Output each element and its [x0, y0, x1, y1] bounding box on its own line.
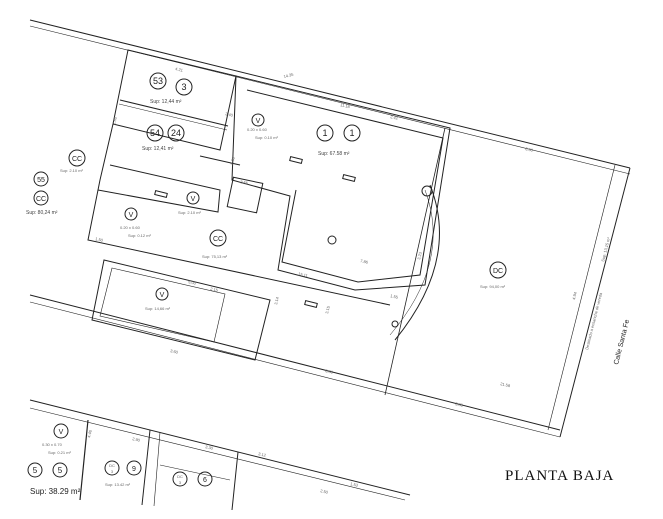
room-v-outline: [92, 260, 270, 360]
svg-text:3: 3: [181, 82, 186, 92]
dimension-label: 21.58: [500, 381, 512, 388]
dimension-label: 2.90: [132, 436, 141, 443]
dimension-label: 15.11: [298, 271, 309, 278]
room-1-outline: [232, 76, 450, 290]
svg-text:1: 1: [322, 128, 327, 138]
svg-text:Sup: 12,41 m²: Sup: 12,41 m²: [142, 146, 174, 152]
dimension-label: 8.60: [229, 156, 236, 166]
dimension-labels: 14.35 11.18 4.21 2.42 2.40 2.85 8.60 6.50 5.00 3.…: [86, 66, 578, 495]
dimension-label: 3.55: [240, 179, 249, 186]
dc-curve: [395, 185, 439, 340]
svg-text:DC: DC: [109, 463, 115, 468]
dimension-label: 1.50: [95, 236, 104, 243]
svg-text:V: V: [256, 118, 261, 125]
room-53-54-outline: [113, 50, 236, 150]
dimension-label: 3.23: [416, 251, 423, 261]
svg-text:5: 5: [33, 466, 38, 475]
dimension-label: 3.14: [273, 296, 280, 306]
svg-text:DC: DC: [177, 474, 183, 479]
dimension-label: 3.60: [170, 348, 179, 355]
dimension-label: 3.30: [205, 444, 214, 451]
svg-text:Sup: 75,13 m²: Sup: 75,13 m²: [202, 254, 228, 259]
svg-text:Sup: 0.21 m²: Sup: 0.21 m²: [48, 450, 72, 455]
svg-text:Sup: 12,44 m²: Sup: 12,44 m²: [150, 99, 182, 105]
svg-text:3: 3: [179, 480, 182, 485]
svg-text:CC: CC: [213, 236, 223, 243]
svg-text:Destinado a ensanche de vereda: Destinado a ensanche de vereda: [584, 291, 603, 350]
dimension-label: 2.85: [111, 116, 118, 126]
dimension-label: 3.15: [324, 305, 331, 315]
svg-text:0.20 x 0.60: 0.20 x 0.60: [247, 127, 268, 132]
dimension-label: 3.85: [455, 401, 464, 408]
svg-text:53: 53: [153, 76, 163, 86]
svg-text:Sup: 38.29 m²: Sup: 38.29 m²: [30, 487, 81, 496]
svg-text:55: 55: [37, 177, 45, 184]
svg-text:Calle Santa Fe: Calle Santa Fe: [613, 319, 631, 366]
svg-text:V: V: [191, 196, 196, 203]
dimension-label: 8.60: [325, 368, 334, 375]
svg-text:V: V: [59, 429, 64, 436]
svg-text:54: 54: [150, 128, 160, 138]
svg-text:Sup: 13.42 m²: Sup: 13.42 m²: [105, 482, 131, 487]
dimension-label: 2.15: [210, 286, 219, 293]
svg-text:6: 6: [203, 477, 207, 484]
room-labels: 53 3 Sup: 12,44 m² 54 24 Sup: 12,41 m² 1…: [26, 73, 506, 496]
svg-text:5: 5: [58, 466, 63, 475]
svg-text:CC: CC: [72, 156, 82, 163]
svg-text:Sup: 67.58 m²: Sup: 67.58 m²: [318, 151, 350, 157]
svg-text:V: V: [129, 212, 134, 219]
svg-text:24: 24: [171, 128, 181, 138]
plan-title: PLANTA BAJA: [505, 468, 615, 484]
svg-text:0.20 x 0.60: 0.20 x 0.60: [120, 225, 141, 230]
svg-text:CC: CC: [36, 196, 46, 203]
dimension-label: 5.00: [188, 279, 197, 286]
dimension-label: 4.94: [571, 291, 578, 301]
svg-text:V: V: [160, 292, 165, 299]
dimension-label: 2.40: [225, 111, 234, 118]
dimension-label: 7.86: [360, 258, 369, 265]
svg-text:1: 1: [349, 128, 354, 138]
dimension-label: 3.12: [258, 451, 267, 458]
svg-text:Sup: 2.10 m²: Sup: 2.10 m²: [60, 168, 84, 173]
lot-line-bottom: [30, 295, 560, 430]
svg-text:Sup: 14,66 m²: Sup: 14,66 m²: [145, 306, 171, 311]
svg-text:Sup: 94,00 m²: Sup: 94,00 m²: [480, 284, 506, 289]
dimension-label: 4.46: [86, 429, 93, 439]
svg-text:9: 9: [132, 466, 136, 473]
svg-text:3: 3: [111, 469, 114, 474]
svg-text:Sup: 2.10 m²: Sup: 2.10 m²: [178, 210, 202, 215]
dimension-label: 1.55: [390, 293, 399, 300]
dimension-label: 6.50: [525, 146, 534, 153]
svg-text:Sup: 80,24 m²: Sup: 80,24 m²: [26, 210, 58, 216]
dimension-label: 4.21: [175, 66, 184, 73]
svg-text:Sup: 0.12 m²: Sup: 0.12 m²: [128, 233, 152, 238]
dimension-label: 1.53: [350, 481, 359, 488]
svg-text:0.30 x 0.70: 0.30 x 0.70: [42, 442, 63, 447]
svg-text:Sup: 0.10 m²: Sup: 0.10 m²: [255, 135, 279, 140]
svg-text:Sup: 13,15 m²: Sup: 13,15 m²: [600, 236, 611, 262]
dimension-label: 2.50: [320, 488, 329, 495]
street-line: [560, 168, 630, 437]
dimension-label: 11.18: [340, 102, 351, 109]
dimension-label: 14.35: [283, 72, 295, 79]
dimension-label: 2.42: [390, 114, 399, 121]
svg-text:DC: DC: [493, 268, 503, 275]
lot-line-top: [30, 20, 630, 168]
